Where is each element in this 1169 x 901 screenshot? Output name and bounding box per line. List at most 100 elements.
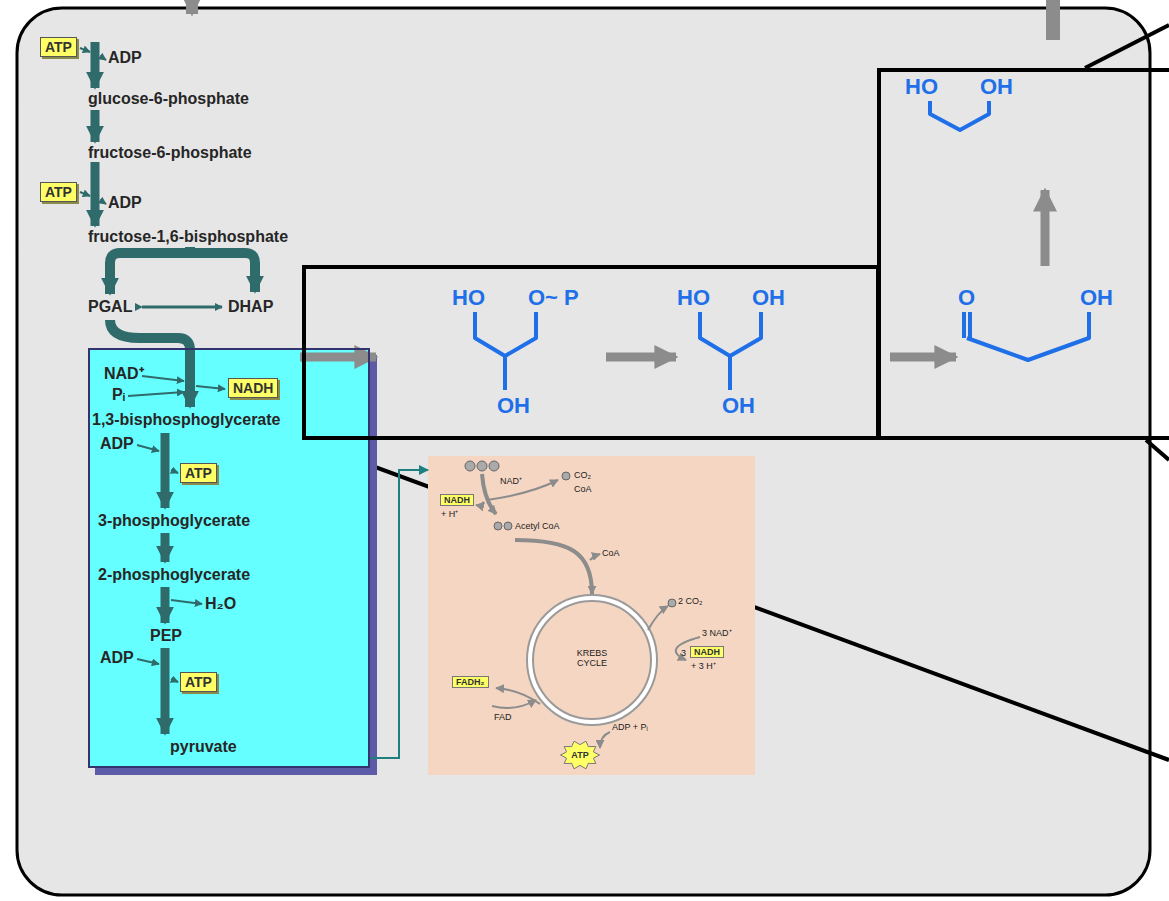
glycolysis-arrow (161, 648, 170, 734)
glycolysis-arrow (105, 270, 115, 294)
outer-frame (1046, 0, 1060, 40)
zoom-line (1085, 25, 1169, 68)
glycolysis-arrow (128, 392, 184, 396)
conversion-arrow (890, 353, 956, 362)
metabolite-text: ADP (100, 649, 134, 667)
glycolysis-arrow (171, 600, 202, 604)
metabolite-text: H₂O (205, 595, 236, 613)
atp-box: ATP (180, 463, 217, 483)
box-text: NADH (694, 647, 720, 657)
molecule-bond (700, 312, 761, 390)
metabolite-text: 1,3-bisphosphoglycerate (92, 411, 281, 429)
krebs-art (590, 554, 600, 560)
krebs-text: NAD⁺ (500, 476, 522, 486)
glycolysis-arrow (91, 110, 100, 142)
atp-box: ATP (180, 672, 217, 692)
glycolysis-arrow (91, 42, 100, 88)
molecule-bond (964, 312, 1089, 360)
flow-connector (370, 470, 428, 758)
krebs-panel-fill (428, 456, 755, 775)
chem-label: O~ P (528, 285, 579, 310)
krebs-art (487, 480, 558, 500)
box-text: ATP (45, 184, 72, 200)
glycolysis-arrow (196, 386, 225, 389)
box-text: ATP (185, 674, 212, 690)
glycolysis-arrow (80, 48, 90, 52)
outer-frame (17, 0, 1150, 895)
krebs-panel-fill (428, 456, 755, 775)
krebs-text: CO₂ (574, 470, 591, 480)
fadh2-box: FADH₂ (452, 676, 489, 688)
glycolysis-arrow (161, 533, 170, 562)
outer-frame (17, 8, 1150, 895)
molecule-bond (930, 101, 989, 130)
chem-label: HO (905, 74, 938, 99)
glycolysis-arrow (161, 587, 170, 623)
krebs-panel: NAD⁺CO₂CoAAcetyl CoACoAKREBS CYCLE2 CO₂3… (428, 456, 755, 775)
glycolysis-arrow (171, 679, 178, 682)
glycolysis-panel-fill (88, 348, 370, 768)
krebs-art (668, 599, 676, 607)
krebs-art (504, 522, 512, 530)
glycolysis-arrow (137, 445, 159, 451)
metabolite-text: pyruvate (170, 738, 237, 756)
krebs-art (482, 474, 496, 514)
krebs-text: CoA (574, 484, 592, 494)
krebs-text: 3 NAD⁺ (702, 628, 732, 638)
metabolite-label: ADP (108, 194, 142, 212)
conversion-arrow (606, 353, 676, 362)
chem-label: OH (497, 393, 530, 418)
metabolite-text: ADP (100, 435, 134, 453)
krebs-art (492, 700, 536, 708)
conversion-arrow (300, 353, 376, 362)
krebs-art (648, 606, 668, 630)
metabolite-label: ADP (108, 49, 142, 67)
glycolysis-panel: NAD⁺Pᵢ1,3-bisphosphoglycerateADP3-phosph… (88, 348, 370, 768)
box-text: NADH (233, 380, 273, 396)
krebs-text: 3 (681, 648, 686, 658)
krebs-text: FAD (494, 712, 512, 722)
krebs-text: 2 CO₂ (678, 596, 703, 606)
molecule-bond (475, 101, 1089, 390)
krebs-art (515, 540, 592, 594)
krebs-art (600, 732, 610, 748)
box-text: ATP (45, 39, 72, 55)
zoom-box: HOO~ POHHOOHOH (302, 265, 880, 440)
krebs-text: ADP + Pᵢ (612, 722, 648, 732)
chem-label: HO (677, 285, 710, 310)
glycolysis-arrow (110, 247, 255, 292)
krebs-art (465, 461, 700, 748)
atp-box: ATP (40, 37, 77, 57)
zoom-box: HOOHOOH (877, 68, 1169, 440)
metabolite-text: PEP (150, 627, 182, 645)
metabolite-text: NAD⁺ (104, 365, 144, 383)
box-text: ATP (185, 465, 212, 481)
starburst-shape (561, 741, 600, 769)
metabolite-label: fructose-1,6-bisphosphate (88, 228, 288, 246)
glycolysis-panel-fill (88, 348, 377, 775)
chem-label: OH (752, 285, 785, 310)
krebs-art (477, 461, 487, 471)
glycolysis-arrow (91, 162, 100, 226)
metabolite-text: Pᵢ (112, 386, 125, 404)
krebs-text: KREBS CYCLE (566, 648, 618, 669)
outer-frame (186, 0, 198, 14)
metabolite-label: fructose-6-phosphate (88, 144, 252, 162)
chem-label: OH (722, 393, 755, 418)
nadh-box: NADH+ H⁺ (440, 494, 474, 506)
krebs-art (494, 522, 502, 530)
atp-starburst: ATP (560, 740, 600, 770)
glycolysis-arrow (80, 192, 90, 196)
glycolysis-arrow (110, 320, 190, 407)
metabolite-text: 2-phosphoglycerate (98, 566, 250, 584)
glycolysis-arrow (142, 376, 184, 381)
chem-label: OH (980, 74, 1013, 99)
glycolysis-arrow (100, 56, 106, 60)
zoom-line (1146, 440, 1169, 460)
nadh-box: NADH+ 3 H⁺ (690, 646, 724, 658)
krebs-art (465, 461, 475, 471)
conversion-arrow (1041, 190, 1050, 266)
glycolysis-arrow (100, 200, 106, 204)
krebs-art (476, 502, 484, 505)
